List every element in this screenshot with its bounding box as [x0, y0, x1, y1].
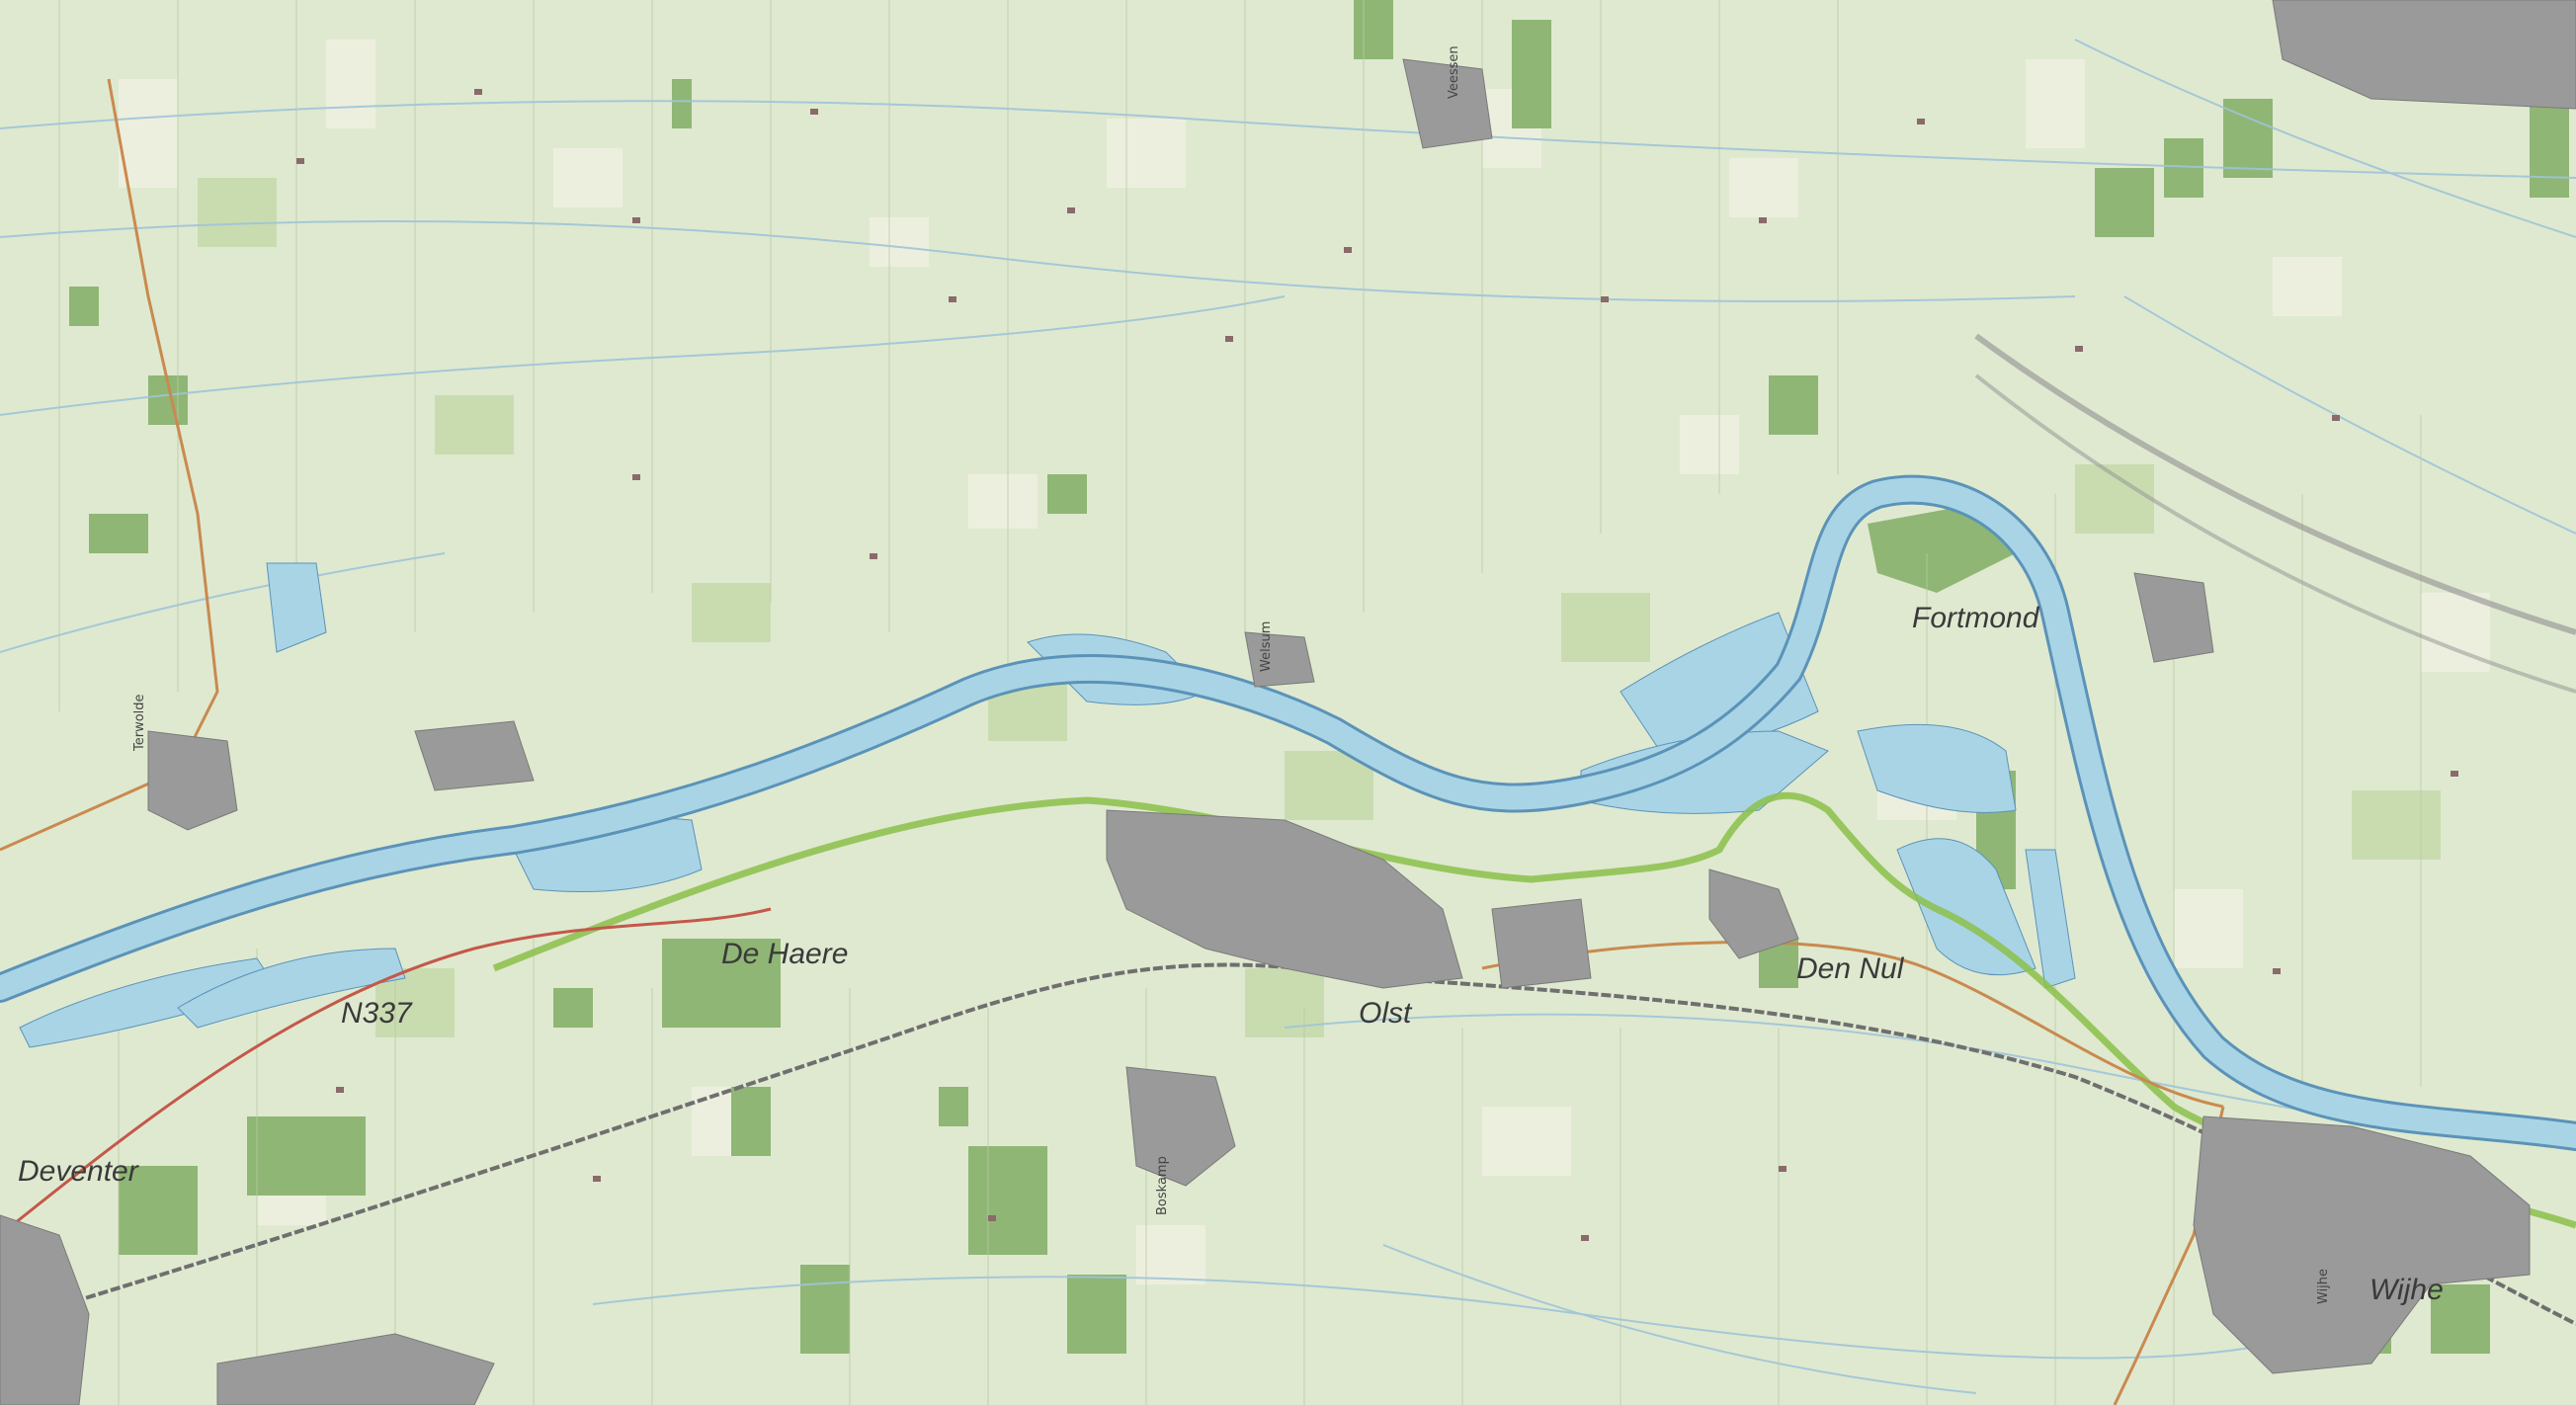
street-label-welsum: Welsum	[1259, 621, 1274, 672]
railway-north	[1974, 333, 2576, 635]
boskamp-village	[1125, 1066, 1236, 1187]
terwolde-village	[147, 730, 238, 831]
street-labels: Terwolde Boskamp Welsum Veessen Wijhe	[132, 45, 2331, 1304]
deventer-town	[0, 1214, 90, 1405]
green-route	[492, 791, 2576, 1229]
road-n337	[0, 907, 772, 1237]
place-labels: Deventer De Haere N337 Olst Den Nul Fort…	[18, 602, 2444, 1306]
label-de-haere: De Haere	[721, 938, 848, 970]
grass-patches	[198, 178, 2441, 1037]
welsum-village	[1244, 631, 1315, 688]
label-den-nul: Den Nul	[1796, 952, 1905, 985]
railway-north-2	[1974, 373, 2576, 694]
river-ijssel	[0, 477, 2576, 1148]
wijhe-town	[2193, 1116, 2531, 1374]
street-label-wijhe: Wijhe	[2316, 1269, 2331, 1304]
farm-buildings	[296, 89, 2458, 1241]
label-olst: Olst	[1359, 997, 1413, 1030]
road-olst-wijhe	[1481, 941, 2224, 1109]
street-label-terwolde: Terwolde	[132, 694, 147, 752]
den-nul-village	[1708, 868, 1799, 959]
industrial-west	[414, 720, 535, 791]
street-label-boskamp: Boskamp	[1155, 1156, 1170, 1215]
field-patches	[119, 40, 2490, 1284]
label-fortmond: Fortmond	[1912, 602, 2040, 634]
east-village	[2133, 572, 2214, 663]
label-wijhe: Wijhe	[2369, 1274, 2444, 1306]
road-terwolde	[0, 78, 219, 852]
label-deventer: Deventer	[18, 1155, 139, 1188]
south-settlement	[216, 1333, 495, 1405]
northeast-town	[2272, 0, 2576, 110]
veessen-village	[1402, 58, 1493, 149]
industrial-olst	[1491, 898, 1592, 989]
street-label-veessen: Veessen	[1447, 45, 1461, 99]
label-n337: N337	[341, 997, 413, 1030]
parcel-lines	[58, 0, 2422, 1405]
olst-town	[1106, 809, 1463, 989]
